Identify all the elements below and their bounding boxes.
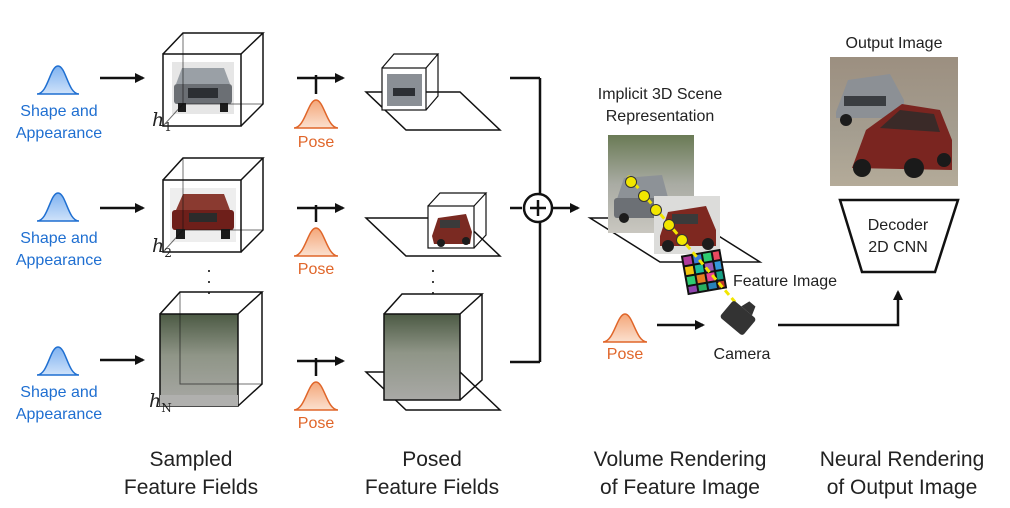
- stage-label: Sampled: [150, 448, 233, 471]
- svg-text:·: ·: [430, 282, 436, 302]
- latent-code-label: h2: [152, 235, 172, 260]
- pose-distribution-icon: [293, 227, 339, 257]
- stage-label: of Feature Image: [600, 476, 760, 499]
- camera-icon: [720, 301, 756, 335]
- stage-label: Posed: [402, 448, 462, 471]
- shape-appearance-label: Shape and: [20, 103, 97, 120]
- background-image: [159, 313, 239, 407]
- implicit-scene-label: Representation: [606, 108, 715, 125]
- feature-field-cube-1: [162, 32, 265, 127]
- car-red-image: [432, 214, 472, 247]
- latent-code-label: hN: [149, 390, 172, 415]
- feature-field-cube-2: [162, 157, 265, 253]
- arrow-to-decoder: [778, 290, 903, 327]
- feature-image-grid: [680, 248, 728, 296]
- camera-ray: [625, 175, 737, 303]
- background-image: [383, 313, 461, 401]
- shape-distribution-icon: [36, 192, 80, 222]
- svg-text:·: ·: [206, 271, 212, 291]
- shape-appearance-label: Appearance: [16, 125, 102, 142]
- row-2: Shape and Appearance h2 Pose: [16, 157, 522, 278]
- pose-label: Pose: [298, 261, 335, 278]
- feature-image-label: Feature Image: [733, 273, 837, 290]
- feature-field-cube-background: [159, 291, 264, 407]
- decoder-label: 2D CNN: [868, 239, 928, 256]
- car-silver-image: [836, 74, 904, 126]
- latent-code-label: h1: [152, 109, 172, 134]
- camera-label: Camera: [714, 346, 771, 363]
- shape-appearance-label: Shape and: [20, 384, 97, 401]
- shape-appearance-label: Shape and: [20, 230, 97, 247]
- stage-label: Volume Rendering: [594, 448, 767, 471]
- shape-distribution-icon: [36, 65, 80, 95]
- implicit-scene: [587, 135, 763, 263]
- stage-label: Neural Rendering: [820, 448, 985, 471]
- posed-feature-field-2: [364, 192, 502, 257]
- pose-distribution-icon: [602, 313, 648, 343]
- pose-input-1: [293, 73, 345, 129]
- output-image: [830, 57, 958, 186]
- output-image-label: Output Image: [846, 35, 943, 52]
- pose-input-2: [293, 203, 345, 257]
- decoder-block: [838, 198, 960, 274]
- stage-label: Feature Fields: [365, 476, 499, 499]
- svg-text:·: ·: [206, 260, 212, 280]
- stage-label: of Output Image: [827, 476, 978, 499]
- row-3: Shape and Appearance hN Pose: [16, 291, 540, 432]
- decoder-label: Decoder: [868, 217, 929, 234]
- posed-feature-field-1: [364, 53, 502, 131]
- shape-appearance-label: Appearance: [16, 252, 102, 269]
- car-red-image: [170, 188, 236, 242]
- composition-operator: [522, 78, 580, 362]
- pose-label: Pose: [298, 415, 335, 432]
- pose-label: Pose: [607, 346, 644, 363]
- implicit-scene-label: Implicit 3D Scene: [598, 86, 723, 103]
- car-red-image: [852, 104, 952, 178]
- pose-distribution-icon: [293, 381, 339, 411]
- shape-appearance-label: Appearance: [16, 406, 102, 423]
- pose-label: Pose: [298, 134, 335, 151]
- pose-input-3: [293, 356, 345, 411]
- row-1: Shape and Appearance h1 Pose: [16, 32, 540, 151]
- stage-label: Feature Fields: [124, 476, 258, 499]
- pose-distribution-icon: [293, 99, 339, 129]
- svg-text:·: ·: [430, 271, 436, 291]
- svg-text:·: ·: [430, 260, 436, 280]
- posed-feature-field-background: [364, 293, 502, 411]
- shape-distribution-icon: [36, 346, 80, 376]
